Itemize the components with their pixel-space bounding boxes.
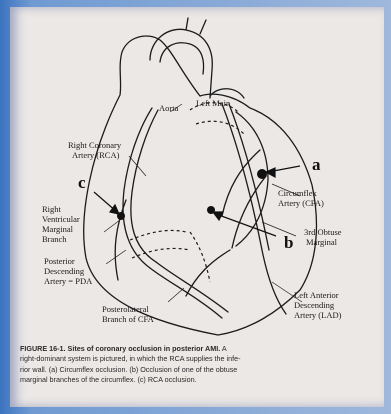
label-lad-line1: Left Anterior <box>294 290 339 300</box>
occlusion-a-dot <box>257 169 267 179</box>
label-pda-line2: Descending <box>44 266 85 276</box>
label-rv-line4: Branch <box>42 234 67 244</box>
label-lad-line2: Descending <box>294 300 335 310</box>
caption-line4: marginal branches of the circumflex. (c)… <box>20 375 197 384</box>
lad-vessel <box>222 104 286 314</box>
marker-a: a <box>312 155 321 174</box>
label-rca-line2: Artery (RCA) <box>72 150 120 160</box>
label-om-line2: Marginal <box>306 237 338 247</box>
label-cfa-line2: Artery (CFA) <box>278 198 324 208</box>
heart-outline <box>84 36 317 335</box>
label-rv-line1: Right <box>42 204 62 214</box>
label-rv-line2: Ventricular <box>42 214 80 224</box>
caption-line2: right-dominant system is pictured, in wh… <box>20 354 241 363</box>
label-rv-line3: Marginal <box>42 224 74 234</box>
label-aorta: Aorta <box>159 103 179 113</box>
pda-vessel <box>150 268 222 318</box>
label-pda-line3: Artery = PDA <box>44 276 93 286</box>
caption-line3: rior wall. (a) Circumflex occlusion. (b)… <box>20 365 237 374</box>
marker-c: c <box>78 173 86 192</box>
caption-line1-rest: A <box>220 344 226 353</box>
caption-figure-label: FIGURE 16-1. Sites of coronary occlusion… <box>20 344 220 353</box>
label-cfa-line1: Circumflex <box>278 188 317 198</box>
label-left-main: Left Main <box>196 98 231 108</box>
marker-b: b <box>284 233 293 252</box>
posterolateral-vessel <box>186 250 230 296</box>
figure-caption: FIGURE 16-1. Sites of coronary occlusion… <box>20 344 372 386</box>
label-rca-line1: Right Coronary <box>68 140 122 150</box>
label-posterolateral-line1: Posterolateral <box>102 304 149 314</box>
label-lad-line3: Artery (LAD) <box>294 310 342 320</box>
label-pda-line1: Posterior <box>44 256 75 266</box>
label-posterolateral-line2: Branch of CFA <box>102 314 155 324</box>
label-om-line1: 3rd Obtuse <box>304 227 342 237</box>
